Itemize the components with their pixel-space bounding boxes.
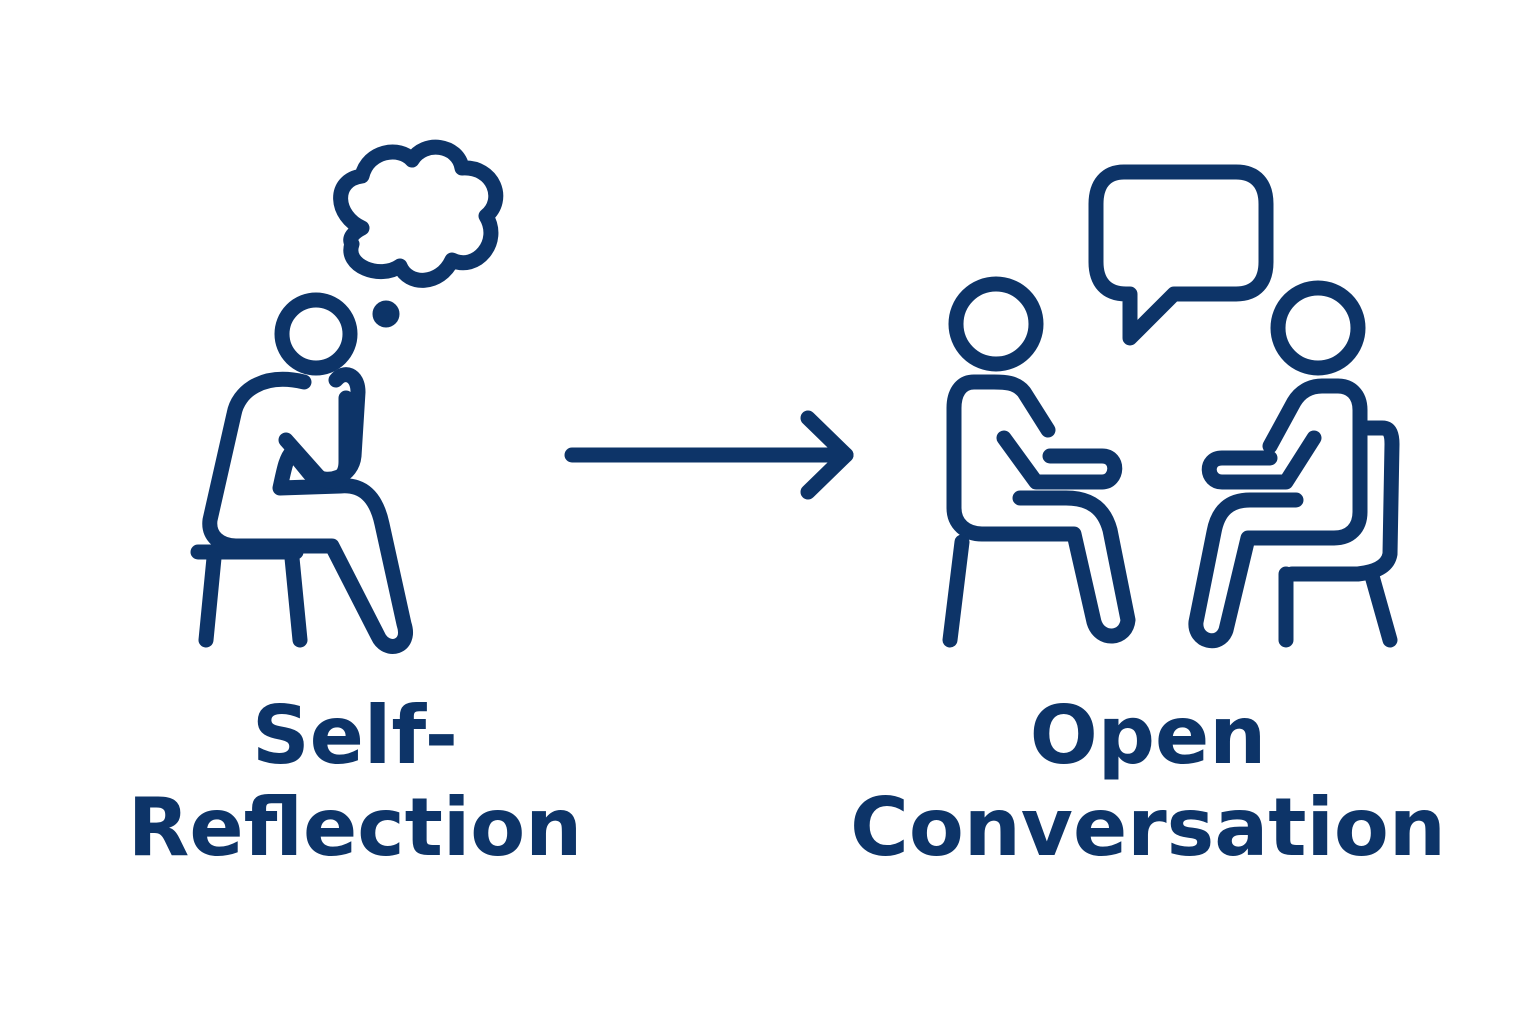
left-person-body — [946, 374, 1136, 644]
open-conversation-label-line2: Conversation — [850, 781, 1446, 874]
thinker-arm — [278, 390, 354, 489]
left-chair-leg — [942, 534, 970, 648]
speech-bubble-icon — [1088, 164, 1274, 346]
person-thinking-icon — [190, 139, 504, 654]
chair-leg-right — [284, 550, 308, 648]
left-person-head — [948, 276, 1044, 372]
open-conversation-label-line1: Open — [1029, 689, 1267, 782]
right-person-head — [1270, 280, 1366, 376]
thought-dot-icon — [372, 300, 400, 328]
right-person-arm — [1201, 430, 1322, 490]
chair-leg-left — [198, 550, 222, 648]
two-people-conversation-icon — [942, 164, 1400, 649]
right-arrow-icon — [564, 410, 854, 500]
thought-cloud-icon — [333, 139, 504, 288]
thinker-head — [274, 292, 358, 376]
self-reflection-label-line1: Self- — [252, 689, 458, 782]
right-chair-leg-back — [1364, 568, 1398, 648]
thinker-body — [202, 367, 413, 654]
left-person-arm — [996, 430, 1123, 490]
self-reflection-label-line2: Reflection — [127, 781, 583, 874]
right-person-body — [1188, 378, 1368, 649]
